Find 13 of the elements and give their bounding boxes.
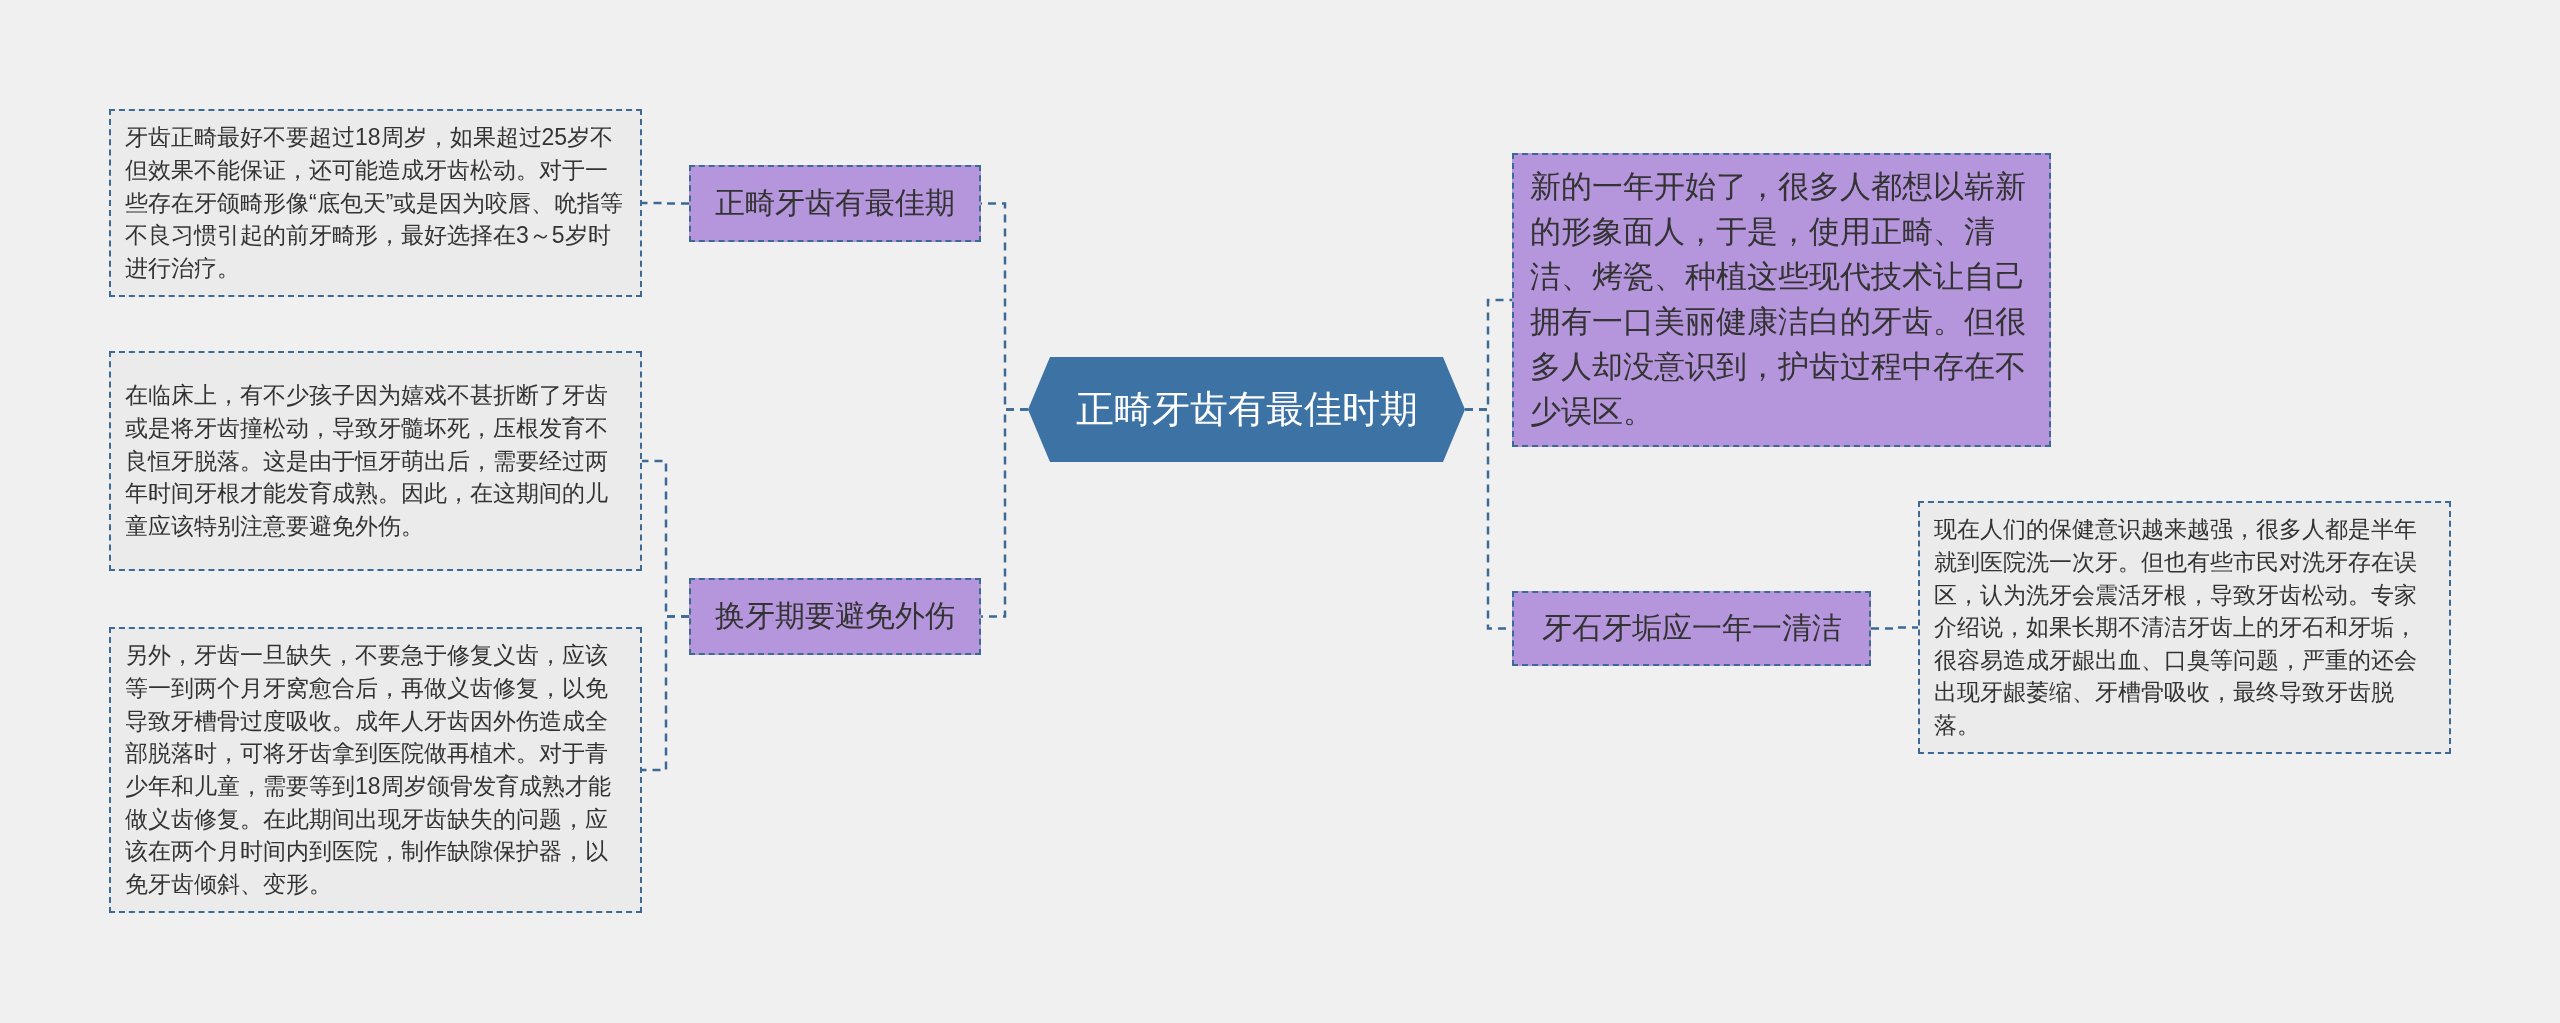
connector-line: [642, 615, 689, 772]
topic-box: 换牙期要避免外伤: [689, 578, 981, 655]
note-box: 另外，牙齿一旦缺失，不要急于修复义齿，应该等一到两个月牙窝愈合后，再做义齿修复，以免导致牙槽骨过度吸收。成年人牙齿因外伤造成全部脱落时，可将牙齿拿到医院做再植术。对于青少年和儿童，需要等到18周岁颌骨发育成熟才能做义齿修复。在此期间出现牙齿缺失的问题，应该在两个月时间内到医院，制作缺隙保护器，以免牙齿倾斜、变形。: [109, 627, 642, 913]
connector-line: [642, 201, 689, 205]
central-topic: 正畸牙齿有最佳时期: [1028, 357, 1465, 462]
topic-box: 牙石牙垢应一年一清洁: [1512, 591, 1871, 666]
note-box: 牙齿正畸最好不要超过18周岁，如果超过25岁不但效果不能保证，还可能造成牙齿松动。对于一些存在牙颌畸形像“底包天”或是因为咬唇、吮指等不良习惯引起的前牙畸形，最好选择在3～5岁时进行治疗。: [109, 109, 642, 297]
connector-line: [1871, 626, 1918, 630]
topic-box: 正畸牙齿有最佳期: [689, 165, 981, 242]
note-box: 现在人们的保健意识越来越强，很多人都是半年就到医院洗一次牙。但也有些市民对洗牙存在误区，认为洗牙会震活牙根，导致牙齿松动。专家介绍说，如果长期不清洁牙齿上的牙石和牙垢，很容易造成牙龈出血、口臭等问题，严重的还会出现牙龈萎缩、牙槽骨吸收，最终导致牙齿脱落。: [1918, 501, 2451, 754]
connector-line: [981, 408, 1028, 618]
note-box: 在临床上，有不少孩子因为嬉戏不甚折断了牙齿或是将牙齿撞松动，导致牙髓坏死，压根发育不良恒牙脱落。这是由于恒牙萌出后，需要经过两年时间牙根才能发育成熟。因此，在这期间的儿童应该特别注意要避免外伤。: [109, 351, 642, 571]
topic-box: 新的一年开始了，很多人都想以崭新的形象面人，于是，使用正畸、清洁、烤瓷、种植这些现代技术让自己拥有一口美丽健康洁白的牙齿。但很多人却没意识到，护齿过程中存在不少误区。: [1512, 153, 2051, 447]
